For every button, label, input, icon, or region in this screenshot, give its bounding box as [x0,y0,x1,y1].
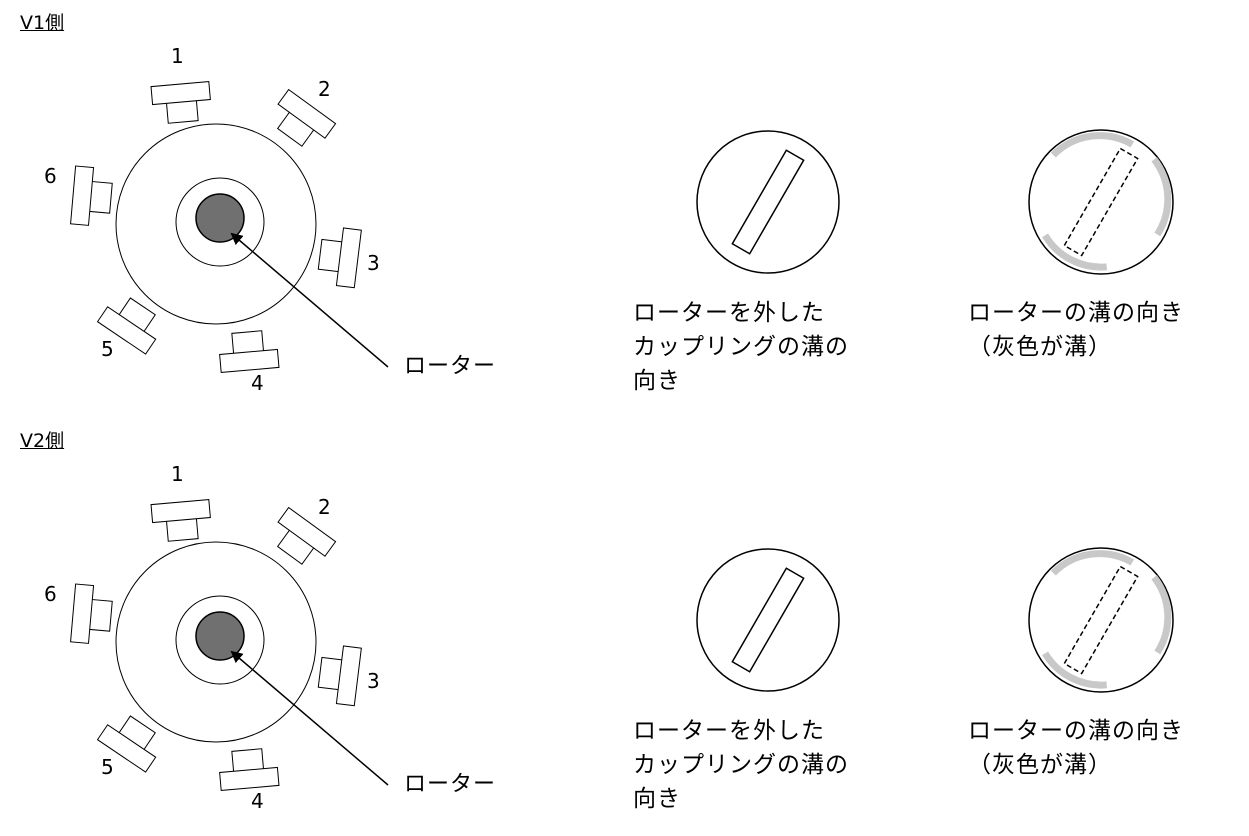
port-number-4: 4 [251,371,264,395]
section-title: V2側 [20,430,65,452]
rotor-arrow [230,232,389,368]
port-1 [150,499,211,542]
port-number-4: 4 [251,789,264,813]
port-5 [96,715,157,773]
coupling-caption: ローターを外した カップリングの溝の 向き [633,296,849,398]
rotor-label: ローター [404,772,497,797]
coupling-caption-line-1: ローターを外した [633,300,825,326]
port-number-6: 6 [44,164,57,188]
port-6 [70,583,113,644]
valve-section-v1: V1側 [20,12,1184,398]
coupling-caption: ローターを外した カップリングの溝の 向き [633,714,849,816]
groove-arc-top [1050,132,1135,158]
valve-diagram [70,81,1174,373]
valve-diagram [70,499,1174,791]
section-title: V1側 [20,12,65,34]
rotor-groove-caption-line-1: ローターの溝の向き [968,300,1184,326]
port-3 [317,645,362,707]
rotor-groove-caption-line-2: （灰色が溝） [968,752,1112,778]
port-number-2: 2 [318,495,331,519]
coupling-groove [731,149,805,255]
coupling-caption-line-3: 向き [633,786,681,812]
rotor-groove-caption: ローターの溝の向き （灰色が溝） [968,296,1184,364]
coupling-caption-line-1: ローターを外した [633,718,825,744]
port-number-2: 2 [318,77,331,101]
valve-section-v2: V2側 [0,418,1249,836]
rotor-face-circle [1028,547,1174,693]
port-number-1: 1 [171,462,184,486]
port-1 [150,81,211,124]
port-6 [70,165,113,226]
rotor [195,193,245,243]
port-2 [276,506,337,565]
port-4 [219,330,280,373]
rotor-groove-caption-line-2: （灰色が溝） [968,334,1112,360]
rotor-label: ローター [404,354,497,379]
coupling-caption-line-3: 向き [633,368,681,394]
rotor-groove-caption: ローターの溝の向き （灰色が溝） [968,714,1184,782]
port-number-3: 3 [367,669,380,693]
coupling-caption-line-2: カップリングの溝の [633,334,849,360]
rotor-arrow [230,650,389,786]
port-4 [219,748,280,791]
port-number-5: 5 [101,337,114,361]
port-number-5: 5 [101,755,114,779]
coupling-caption-line-2: カップリングの溝の [633,752,849,778]
rotor-groove-caption-line-1: ローターの溝の向き [968,718,1184,744]
groove-arc-top [1050,550,1135,576]
port-number-1: 1 [171,44,184,68]
port-number-3: 3 [367,251,380,275]
port-number-6: 6 [44,582,57,606]
port-5 [96,297,157,355]
port-3 [317,227,362,289]
groove-arc-bottom [1042,651,1108,689]
coupling-groove [731,567,805,673]
rotor [195,611,245,661]
rotor-face-circle [1028,129,1174,275]
groove-arc-right [1151,157,1172,237]
port-2 [276,88,337,147]
groove-arc-bottom [1042,233,1108,271]
groove-arc-right [1151,575,1172,655]
